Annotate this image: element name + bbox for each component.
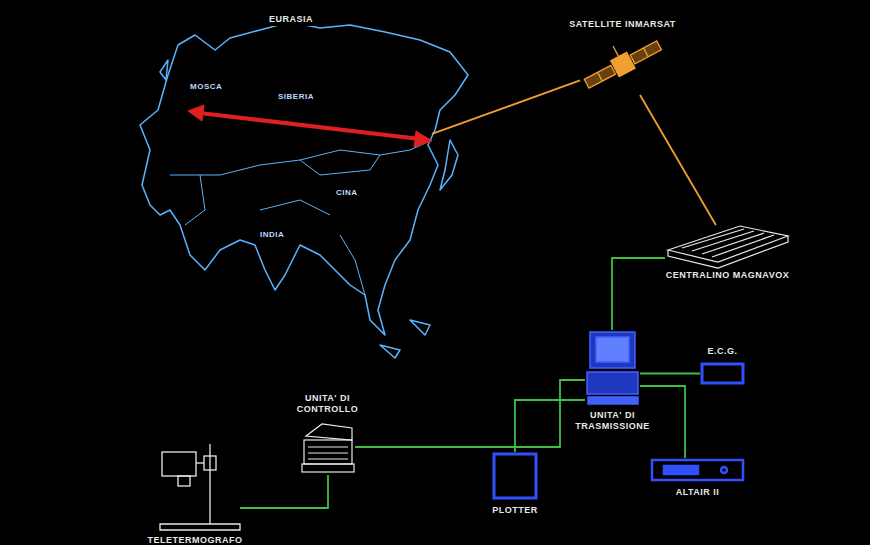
stand-base <box>160 524 240 530</box>
transmission-unit-icon <box>587 332 638 404</box>
satellite-node: SATELLITE INMARSAT <box>580 35 665 95</box>
altair-button <box>721 467 727 473</box>
ecg-node: E.C.G. <box>700 362 745 385</box>
device-label: TELETERMOGRAFO <box>146 534 245 545</box>
device-label: EURASIA <box>267 13 315 26</box>
unit-top <box>306 424 352 440</box>
device-label: E.C.G. <box>705 345 739 358</box>
map-border <box>300 155 380 175</box>
altair-case <box>652 460 743 480</box>
device-label: SATELLITE INMARSAT <box>567 18 678 31</box>
camera-arm <box>196 462 204 463</box>
map-island <box>440 140 458 190</box>
route-line <box>200 113 420 139</box>
control-unit-node: UNITA' DI CONTROLLO <box>300 420 355 475</box>
switchboard-node: CENTRALINO MAGNAVOX <box>665 225 790 265</box>
thermograph-icon <box>160 444 240 530</box>
monitor <box>590 332 635 368</box>
device-label: UNITA' DI TRASMISSIONE <box>569 409 657 433</box>
device-label: UNITA' DI CONTROLLO <box>284 392 372 416</box>
connector-line <box>240 475 328 508</box>
ecg-icon <box>702 364 743 383</box>
arrow-head <box>188 105 204 121</box>
antenna <box>613 46 619 57</box>
altair-slot <box>664 466 698 474</box>
switchboard-base <box>668 236 788 268</box>
switchboard-icon <box>668 226 788 268</box>
stand-clamp <box>204 456 216 470</box>
switchboard-outline <box>668 226 788 262</box>
region-label: INDIA <box>258 230 286 239</box>
connector-line <box>640 373 700 375</box>
region-label: SIBERIA <box>276 92 316 101</box>
map-border <box>185 175 205 225</box>
control-unit-icon <box>302 424 354 472</box>
device-label: PLOTTER <box>490 504 540 517</box>
camera-body <box>162 452 196 476</box>
camera-lens <box>178 476 190 486</box>
solar-panel <box>584 65 615 88</box>
region-label: MOSCA <box>188 82 224 91</box>
panel-grid <box>643 48 648 57</box>
altair-icon <box>652 460 743 480</box>
arrow-head <box>414 131 432 147</box>
satellite-icon <box>577 27 663 92</box>
panel-grid <box>598 72 603 81</box>
device-label: ALTAIR II <box>674 486 722 499</box>
region-label: CINA <box>334 188 360 197</box>
unit-keys <box>308 447 348 459</box>
unit-body <box>304 440 352 464</box>
altair-node: ALTAIR II <box>650 458 745 482</box>
plotter-node: PLOTTER <box>492 452 538 500</box>
map-border <box>340 235 365 295</box>
map-island <box>160 60 168 80</box>
unit-foot <box>302 464 354 472</box>
keyboard <box>588 397 638 404</box>
connector-line <box>355 380 585 447</box>
route-arrow <box>188 105 432 147</box>
transmission-unit-node: UNITA' DI TRASMISSIONE <box>585 330 640 405</box>
map-coastline <box>140 22 468 335</box>
solar-panel <box>630 41 661 64</box>
connector-line <box>640 95 716 225</box>
screen <box>596 337 629 362</box>
cpu-case <box>587 372 638 394</box>
map-island <box>380 345 400 358</box>
connector-line <box>432 80 580 134</box>
map-island <box>410 320 430 335</box>
thermograph-node: TELETERMOGRAFO <box>150 440 240 530</box>
connector-line <box>612 258 665 330</box>
plotter-icon <box>494 454 536 498</box>
map-border <box>260 200 330 215</box>
switchboard-keys <box>682 229 774 257</box>
map-border <box>170 140 432 175</box>
device-label: CENTRALINO MAGNAVOX <box>664 269 791 282</box>
eurasia-map <box>140 22 468 358</box>
map-region: EURASIA <box>150 30 432 340</box>
